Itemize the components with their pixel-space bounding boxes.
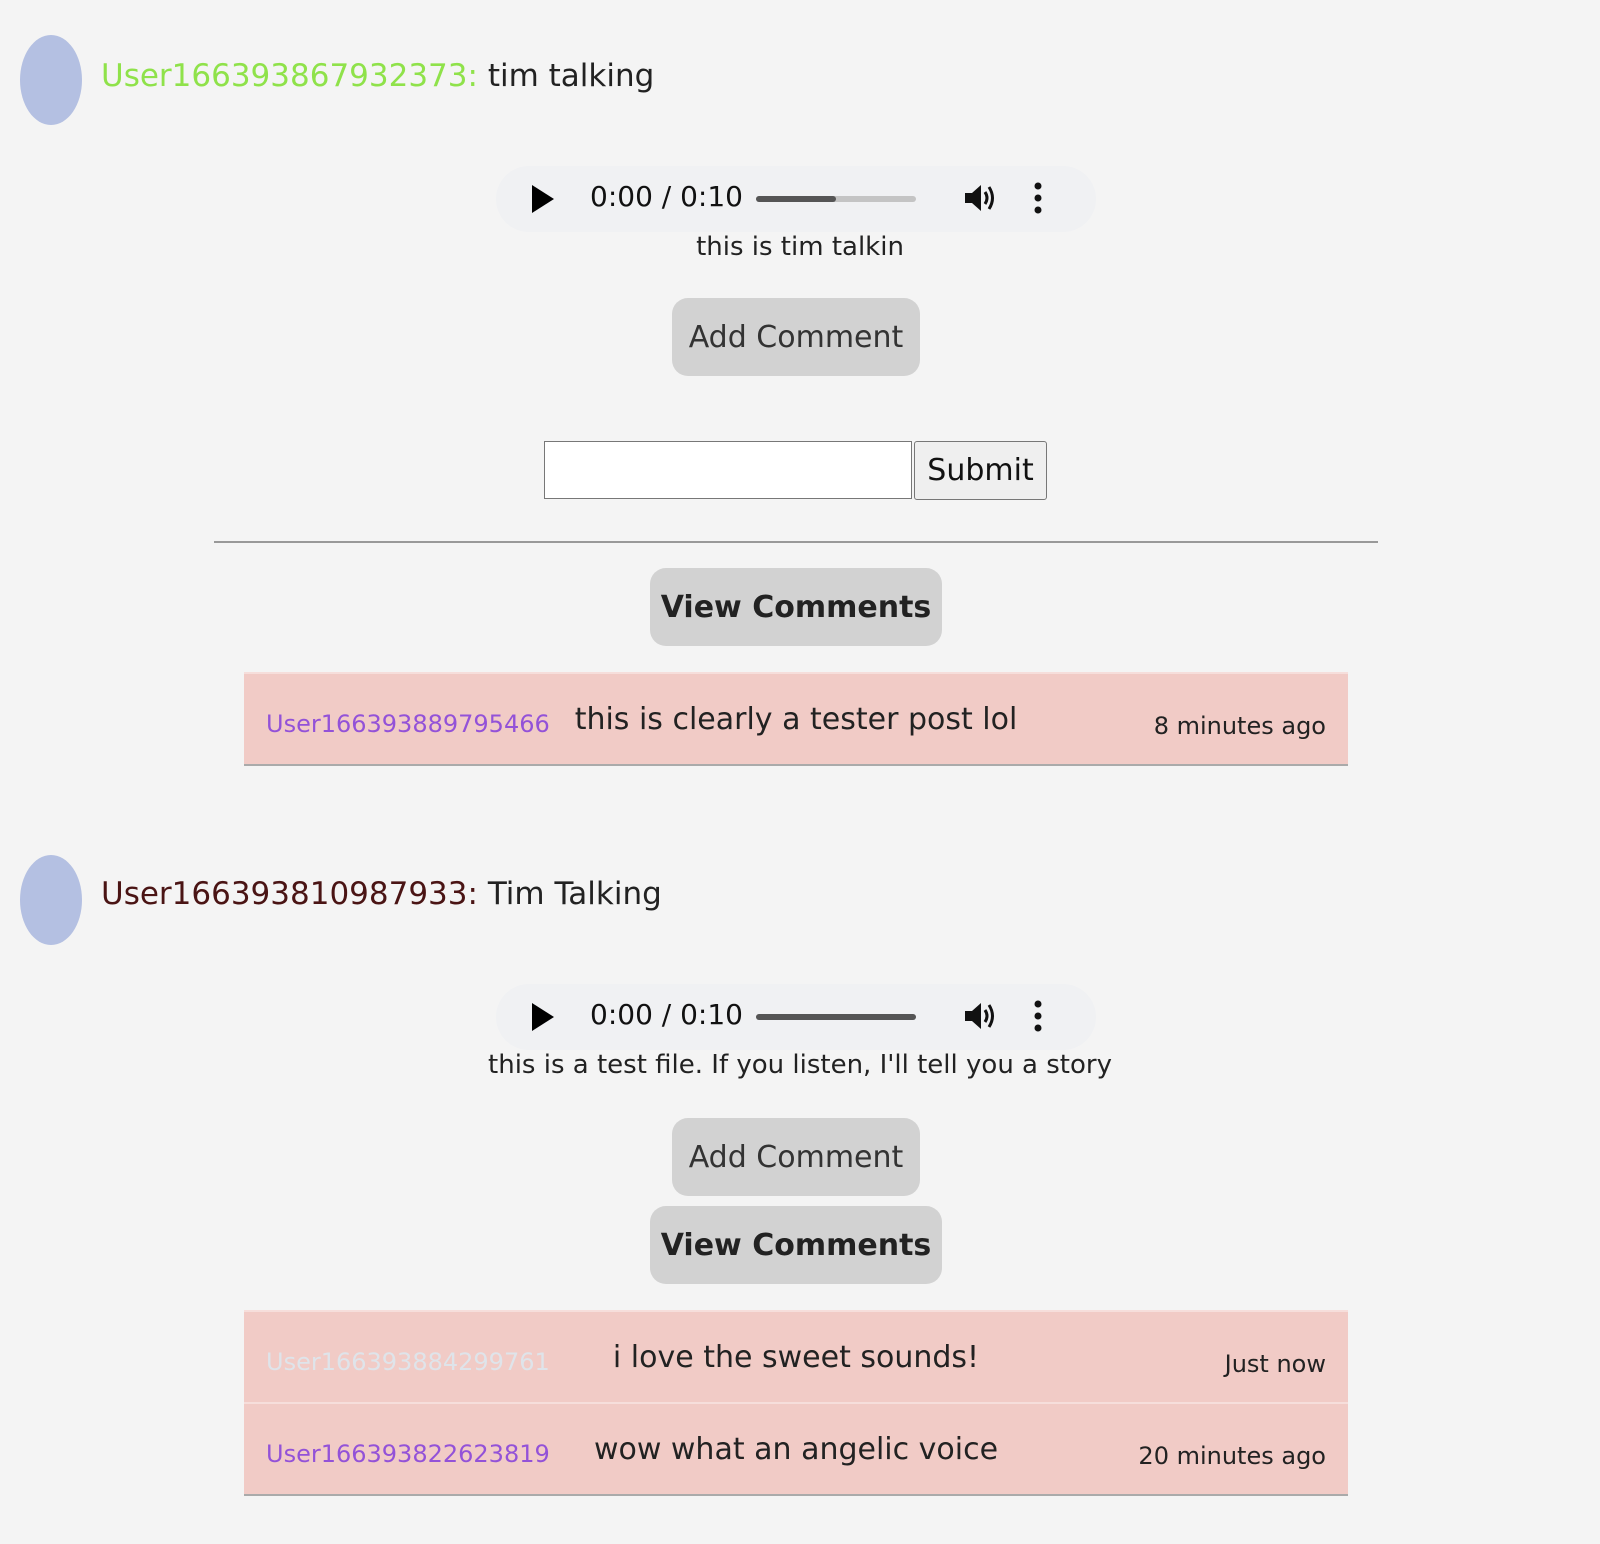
avatar bbox=[20, 35, 82, 125]
post-username[interactable]: User166393867932373: bbox=[101, 58, 478, 94]
audio-progress-slider[interactable] bbox=[756, 196, 916, 202]
view-comments-button[interactable]: View Comments bbox=[650, 568, 942, 646]
audio-progress-slider[interactable] bbox=[756, 1014, 916, 1020]
comments-list: User166393884299761 i love the sweet sou… bbox=[244, 1310, 1348, 1496]
post-header: User166393867932373: tim talking bbox=[101, 58, 654, 94]
play-icon[interactable] bbox=[532, 1003, 554, 1031]
comment-text: i love the sweet sounds! bbox=[612, 1340, 980, 1375]
comment-time: Just now bbox=[1224, 1350, 1326, 1378]
comment-row: User166393822623819 wow what an angelic … bbox=[244, 1402, 1348, 1494]
audio-progress-fill bbox=[756, 196, 836, 202]
comment-row: User166393889795466 this is clearly a te… bbox=[244, 672, 1348, 764]
play-icon[interactable] bbox=[532, 185, 554, 213]
post-title: Tim Talking bbox=[487, 876, 662, 912]
comment-text: wow what an angelic voice bbox=[593, 1432, 999, 1467]
divider bbox=[214, 541, 1378, 543]
comment-time: 8 minutes ago bbox=[1153, 712, 1326, 740]
more-options-icon[interactable] bbox=[1033, 180, 1043, 216]
more-options-icon[interactable] bbox=[1033, 998, 1043, 1034]
audio-time: 0:00 / 0:10 bbox=[590, 180, 743, 213]
avatar bbox=[20, 855, 82, 945]
comments-list: User166393889795466 this is clearly a te… bbox=[244, 672, 1348, 766]
add-comment-button[interactable]: Add Comment bbox=[672, 298, 920, 376]
comment-username[interactable]: User166393884299761 bbox=[266, 1348, 550, 1376]
audio-player: 0:00 / 0:10 bbox=[496, 166, 1096, 232]
post-description: this is tim talkin bbox=[696, 232, 904, 262]
view-comments-button[interactable]: View Comments bbox=[650, 1206, 942, 1284]
add-comment-button[interactable]: Add Comment bbox=[672, 1118, 920, 1196]
post-header: User166393810987933: Tim Talking bbox=[101, 876, 662, 912]
comment-row: User166393884299761 i love the sweet sou… bbox=[244, 1310, 1348, 1402]
post-username[interactable]: User166393810987933: bbox=[101, 876, 478, 912]
comment-username[interactable]: User166393889795466 bbox=[266, 710, 550, 738]
volume-icon[interactable] bbox=[962, 180, 998, 216]
audio-time: 0:00 / 0:10 bbox=[590, 998, 743, 1031]
comment-time: 20 minutes ago bbox=[1138, 1442, 1326, 1470]
submit-button[interactable]: Submit bbox=[914, 441, 1047, 500]
post-title: tim talking bbox=[487, 58, 655, 94]
volume-icon[interactable] bbox=[962, 998, 998, 1034]
comment-input[interactable] bbox=[544, 441, 912, 499]
audio-player: 0:00 / 0:10 bbox=[496, 984, 1096, 1050]
audio-progress-fill bbox=[756, 1014, 916, 1020]
post-description: this is a test file. If you listen, I'll… bbox=[488, 1050, 1112, 1080]
comment-username[interactable]: User166393822623819 bbox=[266, 1440, 550, 1468]
comment-text: this is clearly a tester post lol bbox=[574, 702, 1018, 737]
